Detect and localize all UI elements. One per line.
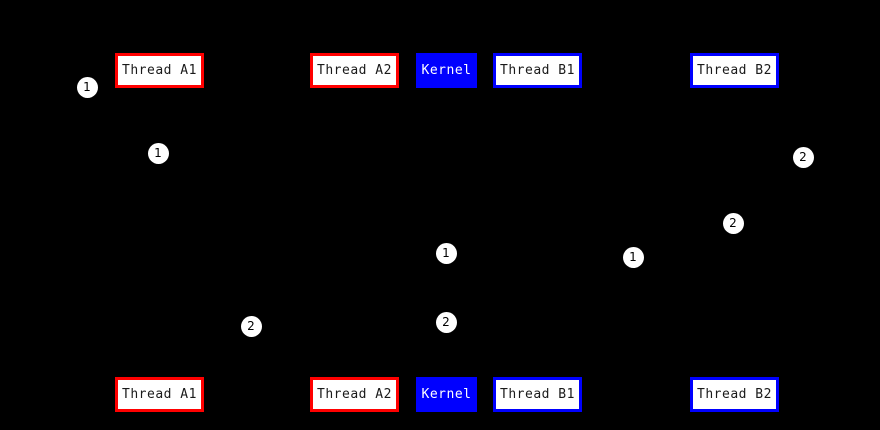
lifeline-stub-thread-a1-bottom — [158, 373, 160, 378]
participant-label: Kernel — [421, 387, 472, 402]
participant-box-thread-b1-top[interactable]: Thread B1 — [493, 53, 582, 88]
sequence-badge-1-1: 1 — [76, 76, 98, 98]
participant-box-thread-b1-bottom[interactable]: Thread B1 — [493, 377, 582, 412]
message-arrow-5 — [446, 263, 537, 264]
sequence-badge-2-3: 2 — [792, 146, 814, 168]
lifeline-stub-thread-b2-top — [733, 87, 735, 92]
lifeline-stub-thread-b1-bottom — [536, 373, 538, 378]
sequence-badge-2-4: 2 — [722, 212, 744, 234]
participant-box-thread-b2-bottom[interactable]: Thread B2 — [690, 377, 779, 412]
lifeline-stub-thread-b1-top — [536, 87, 538, 92]
sequence-badge-2-7: 2 — [435, 311, 457, 333]
lifeline-stub-thread-b2-bottom — [733, 373, 735, 378]
message-arrowhead-1 — [152, 93, 159, 101]
participant-box-thread-b2-top[interactable]: Thread B2 — [690, 53, 779, 88]
participant-label: Thread A2 — [317, 387, 392, 402]
message-arrowhead-6 — [354, 328, 361, 336]
participant-box-thread-a2-bottom[interactable]: Thread A2 — [310, 377, 399, 412]
participant-label: Thread B2 — [697, 63, 772, 78]
message-arrow-2 — [159, 163, 354, 164]
message-arrowhead-5 — [530, 259, 537, 267]
participant-label: Thread A1 — [122, 63, 197, 78]
participant-label: Thread B2 — [697, 387, 772, 402]
message-arrowhead-3 — [734, 163, 741, 171]
message-arrowhead-4 — [537, 229, 544, 237]
message-arrowhead-2 — [347, 159, 354, 167]
lifeline-kernel — [446, 88, 447, 377]
lifeline-stub-thread-a1-top — [158, 87, 160, 92]
message-arrow-6 — [354, 332, 446, 333]
participant-label: Kernel — [421, 63, 472, 78]
lifeline-stub-thread-a2-bottom — [353, 373, 355, 378]
participant-label: Thread B1 — [500, 63, 575, 78]
lifeline-stub-thread-a2-top — [353, 87, 355, 92]
sequence-badge-1-2: 1 — [147, 142, 169, 164]
sequence-badge-1-6: 1 — [622, 246, 644, 268]
sequence-badge-2-8: 2 — [240, 315, 262, 337]
message-arrow-3 — [734, 167, 820, 168]
participant-label: Thread A2 — [317, 63, 392, 78]
participant-box-thread-a1-top[interactable]: Thread A1 — [115, 53, 204, 88]
participant-label: Thread A1 — [122, 387, 197, 402]
participant-box-kernel-bottom[interactable]: Kernel — [416, 377, 477, 412]
sequence-badge-1-5: 1 — [435, 242, 457, 264]
lifeline-thread-a2 — [354, 88, 355, 377]
lifeline-thread-a1 — [159, 88, 160, 377]
message-arrow-4 — [537, 233, 734, 234]
participant-box-kernel-top[interactable]: Kernel — [416, 53, 477, 88]
participant-box-thread-a2-top[interactable]: Thread A2 — [310, 53, 399, 88]
lifeline-stub-kernel-bottom — [445, 373, 447, 378]
lifeline-stub-kernel-top — [445, 87, 447, 92]
participant-box-thread-a1-bottom[interactable]: Thread A1 — [115, 377, 204, 412]
message-arrow-1 — [60, 97, 159, 98]
participant-label: Thread B1 — [500, 387, 575, 402]
